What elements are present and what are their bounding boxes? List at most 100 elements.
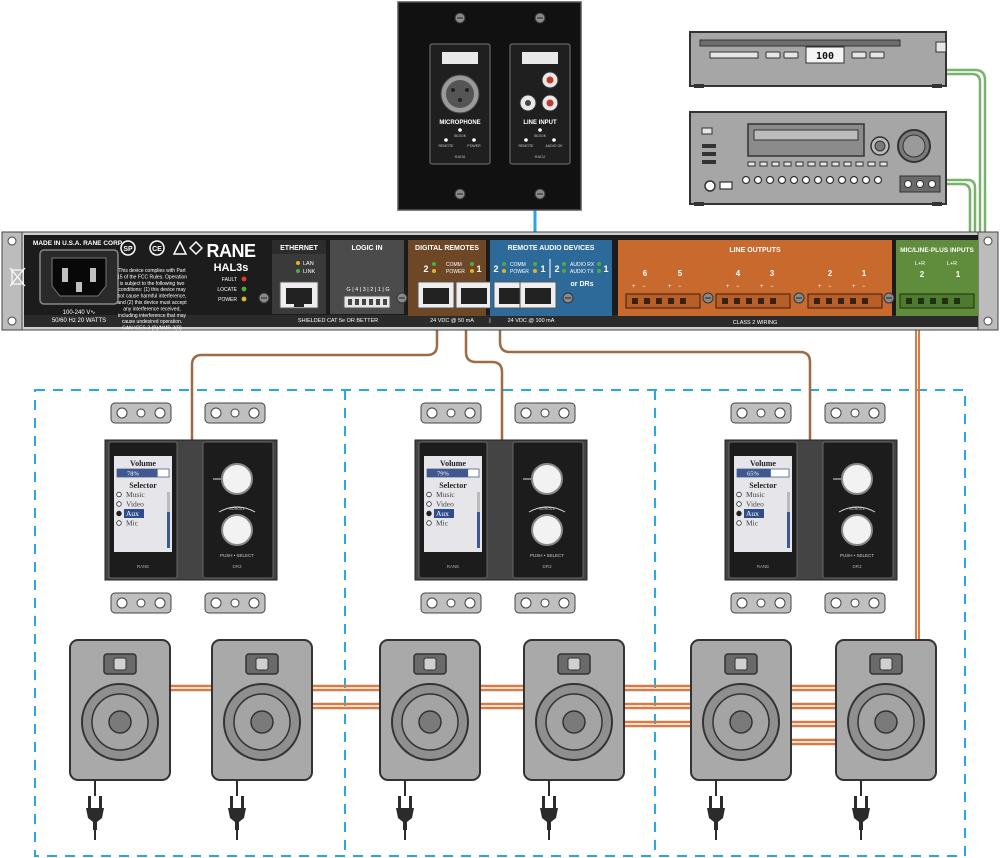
fcc-notice-line: This device complies with Part: [118, 268, 186, 274]
scroll-arc-icon: [838, 506, 876, 513]
selector-option-video[interactable]: Video: [736, 500, 764, 509]
radio-icon: [116, 520, 122, 526]
back-button[interactable]: [531, 463, 563, 495]
selector-option-video[interactable]: Video: [426, 500, 454, 509]
selector-option-video[interactable]: Video: [116, 500, 144, 509]
mounting-tab: [514, 592, 576, 614]
svg-text:+: +: [852, 284, 856, 290]
speaker-6: [835, 639, 937, 781]
dr-port-2[interactable]: [417, 281, 455, 309]
scroll-label: SCROLL: [849, 506, 866, 511]
fcc-notice-line: and (2) this device must accept: [117, 300, 187, 306]
rad-port-1[interactable]: [519, 281, 557, 309]
line-model-label: RAD2: [535, 154, 546, 159]
hal3s-processor: MADE IN U.S.A. RANE CORP. 100-240 V∿ 50/…: [1, 231, 999, 332]
scrollbar-thumb[interactable]: [477, 512, 480, 548]
in-1-lr-label: L+R: [947, 261, 957, 267]
out-1-label: 1: [862, 269, 867, 278]
radio-icon: [426, 510, 432, 517]
power-label: POWER: [218, 297, 237, 303]
selector-label: Selector: [129, 481, 157, 490]
dr-port-1[interactable]: [455, 281, 493, 309]
line-out-6-5-terminal[interactable]: [625, 293, 701, 309]
logic-in-terminal[interactable]: [343, 295, 391, 309]
selector-option-aux[interactable]: Aux: [426, 509, 454, 518]
option-label: Music: [436, 490, 455, 499]
dr3-model-label: DR3: [852, 564, 861, 569]
option-label: Aux: [126, 509, 139, 518]
volume-fill: [117, 469, 158, 477]
volume-fill: [737, 469, 771, 477]
option-label: Mic: [746, 519, 759, 528]
volume-fill: [427, 469, 469, 477]
select-knob[interactable]: [221, 514, 253, 546]
option-label: Mic: [126, 519, 139, 528]
selector-label: Selector: [749, 481, 777, 490]
digital-remotes-section: DIGITAL REMOTES 2 COMM POWER 1: [408, 240, 493, 316]
line-sig-label: SIG/OK: [534, 134, 547, 138]
mounting-tab: [110, 592, 172, 614]
back-button[interactable]: [841, 463, 873, 495]
zone-1: Volume78%SelectorMusicVideoAuxMicRANESCR…: [104, 402, 278, 614]
mounting-tab: [514, 402, 576, 424]
plug-icon: [707, 796, 725, 840]
logic-pins-label: G | 4 | 3 | 2 | 1 | G: [346, 287, 389, 293]
logic-in-section: LOGIC IN G | 4 | 3 | 2 | 1 | G: [330, 240, 404, 314]
rad-power-label: POWER: [510, 269, 529, 275]
mounting-tab: [420, 592, 482, 614]
fcc-notice-line: CAN ICES-3 (B)/NMB-3(B): [122, 326, 182, 332]
selector-option-mic[interactable]: Mic: [426, 519, 449, 528]
logic-in-label: LOGIC IN: [351, 245, 382, 252]
line-out-4-3-terminal[interactable]: [715, 293, 791, 309]
svg-text:+: +: [818, 284, 822, 290]
option-label: Aux: [436, 509, 449, 518]
scroll-label: SCROLL: [539, 506, 556, 511]
volume-value: 79%: [437, 471, 450, 478]
rad-a-port-1-label: 1: [540, 264, 545, 274]
out-5-label: 5: [678, 269, 683, 278]
fcc-notice-line: cause undesired operation.: [122, 319, 182, 325]
disc-player: 100: [689, 31, 947, 88]
link-label: LINK: [303, 269, 316, 275]
back-button[interactable]: [221, 463, 253, 495]
selector-option-aux[interactable]: Aux: [736, 509, 764, 518]
radio-icon: [426, 520, 432, 526]
power-spec-divider: |: [489, 318, 490, 324]
svg-text:−: −: [862, 284, 866, 290]
scroll-label: SCROLL: [229, 506, 246, 511]
svg-text:+: +: [632, 284, 636, 290]
svg-text:+: +: [668, 284, 672, 290]
selector-option-aux[interactable]: Aux: [116, 509, 144, 518]
line-remote-label: REMOTE: [519, 144, 535, 148]
select-knob[interactable]: [531, 514, 563, 546]
selector-option-mic[interactable]: Mic: [116, 519, 139, 528]
out-3-label: 3: [770, 269, 775, 278]
weee-icon: [9, 267, 26, 287]
scrollbar-thumb[interactable]: [167, 512, 170, 548]
mic-sig-label: SIG/OK: [454, 134, 467, 138]
mic-remote-label: REMOTE: [439, 144, 455, 148]
ethernet-port[interactable]: [279, 281, 319, 309]
option-label: Video: [436, 500, 454, 509]
selector-option-mic[interactable]: Mic: [736, 519, 759, 528]
plug-icon: [396, 796, 414, 840]
line-out-2-1-terminal[interactable]: [807, 293, 883, 309]
mic-input-terminal[interactable]: [899, 293, 975, 309]
plug-icon: [228, 796, 246, 840]
zone-boundaries: [34, 389, 966, 857]
radio-icon: [426, 501, 432, 507]
mounting-tab: [824, 402, 886, 424]
radio-icon: [736, 520, 742, 526]
select-knob[interactable]: [841, 514, 873, 546]
fcc-notice-line: not cause harmful interference,: [118, 294, 187, 300]
selector-option-music[interactable]: Music: [116, 490, 146, 499]
volume-label: Volume: [440, 459, 466, 468]
selector-option-music[interactable]: Music: [736, 490, 766, 499]
rad-comm-label: COMM: [510, 262, 526, 268]
svg-text:−: −: [770, 284, 774, 290]
scrollbar-thumb[interactable]: [787, 512, 790, 548]
selector-option-music[interactable]: Music: [426, 490, 456, 499]
fault-label: FAULT: [222, 277, 237, 283]
iec-power-inlet: [39, 249, 119, 305]
